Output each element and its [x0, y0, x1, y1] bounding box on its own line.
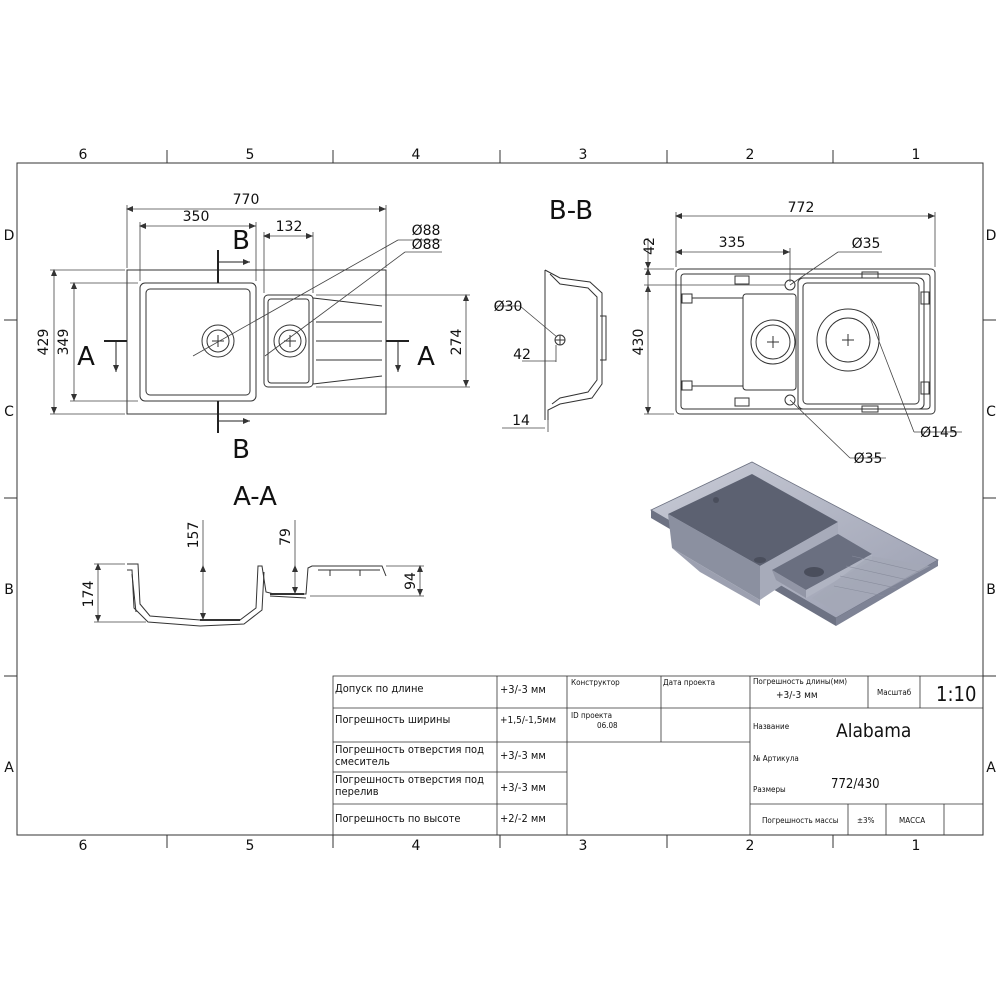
zone-row-right: D	[986, 228, 997, 244]
project-id-value: 06.08	[597, 721, 618, 730]
bottom-small-bowl	[742, 293, 797, 391]
zone-col-top: 5	[246, 147, 255, 163]
tol-overflow-label: Погрешность отверстия под перелив	[335, 773, 484, 798]
tol-height-label: Погрешность по высоте	[335, 812, 461, 825]
zone-row-left: A	[4, 760, 14, 776]
zone-col-bottom: 6	[79, 838, 88, 854]
dim-14: 14	[512, 413, 530, 429]
section-bb-title: B-B	[549, 196, 593, 226]
scale-label: Масштаб	[877, 688, 912, 697]
dim-d88-1: Ø88	[412, 223, 441, 239]
dim-42-top: 42	[642, 237, 658, 255]
zone-row-left: D	[4, 228, 15, 244]
size-value: 772/430	[831, 777, 880, 792]
article-label: № Артикула	[753, 754, 799, 763]
zone-row-right: A	[986, 760, 996, 776]
tol-mixer-value: +3/-3 мм	[500, 749, 546, 762]
mass-tol-label: Погрешность массы	[762, 816, 839, 825]
bb-profile	[544, 269, 603, 420]
dim-335: 335	[719, 235, 746, 251]
drain-right	[273, 324, 307, 358]
dim-d30: Ø30	[494, 299, 523, 315]
bottom-outline	[675, 268, 936, 415]
dim-79: 79	[278, 528, 294, 546]
section-label-a-left: A	[77, 342, 95, 372]
constructor-label: Конструктор	[571, 678, 620, 687]
dim-274: 274	[449, 329, 465, 356]
project-date-label: Дата проекта	[663, 678, 715, 687]
bottom-view: 772 335 42 430 Ø35 Ø145 Ø35	[631, 200, 962, 467]
dim-350: 350	[183, 209, 210, 225]
section-label-a-right: A	[417, 342, 435, 372]
tol-length-value: +3/-3 мм	[500, 683, 546, 696]
zone-row-left: B	[4, 582, 14, 598]
tol-width-label: Погрешность ширины	[335, 713, 451, 726]
tol-length-label: Допуск по длине	[335, 682, 424, 695]
dim-174: 174	[81, 581, 97, 608]
zone-row-left: C	[4, 404, 14, 420]
dim-430: 430	[631, 329, 647, 356]
section-aa-title: A-A	[233, 482, 277, 512]
product-name: Alabama	[836, 720, 912, 742]
zone-col-top: 1	[912, 147, 921, 163]
section-bb: B-B Ø30 42 14	[494, 196, 607, 432]
zone-col-bottom: 3	[579, 838, 588, 854]
zone-col-bottom: 2	[746, 838, 755, 854]
tol-width-value: +1,5/-1,5мм	[500, 715, 556, 726]
section-label-b-bottom: B	[232, 435, 250, 465]
tol-overflow-value: +3/-3 мм	[500, 781, 546, 794]
section-label-b-top: B	[232, 226, 250, 256]
mass-label: МАССА	[899, 816, 926, 825]
aa-profile	[127, 563, 387, 621]
zone-col-top: 3	[579, 147, 588, 163]
length-tol-value: +3/-3 мм	[776, 690, 818, 701]
dim-349: 349	[56, 329, 72, 356]
dim-770: 770	[233, 192, 260, 208]
small-bowl	[263, 294, 314, 388]
zone-col-top: 6	[79, 147, 88, 163]
sheet-frame	[4, 150, 996, 848]
dim-94: 94	[403, 572, 419, 590]
zone-col-bottom: 1	[912, 838, 921, 854]
bottom-large-bowl	[797, 277, 925, 410]
zone-col-top: 4	[412, 147, 421, 163]
main-bowl	[139, 282, 257, 402]
top-view: 770 350 132 Ø88 Ø88 429 349 274 A A B B	[36, 192, 470, 465]
name-label: Название	[753, 722, 790, 731]
title-block-grid	[332, 675, 984, 836]
drain-left	[201, 324, 235, 358]
bottom-drain-large	[816, 308, 880, 372]
dim-772: 772	[788, 200, 815, 216]
zone-col-bottom: 4	[412, 838, 421, 854]
tol-height-value: +2/-2 мм	[500, 812, 546, 825]
dim-d88-2: Ø88	[412, 237, 441, 253]
zone-col-bottom: 5	[246, 838, 255, 854]
section-aa: A-A 157 79 174 94	[81, 482, 424, 627]
mass-tol-value: ±3%	[857, 816, 875, 825]
dim-d35-bottom: Ø35	[854, 451, 883, 467]
project-id-label: ID проекта	[571, 711, 613, 720]
dim-132: 132	[276, 219, 303, 235]
scale-value: 1:10	[936, 682, 977, 706]
size-label: Размеры	[753, 785, 786, 794]
dim-429: 429	[36, 329, 52, 356]
zone-row-right: B	[986, 582, 996, 598]
sink-3d-render	[650, 461, 939, 626]
bottom-drain-small	[750, 319, 796, 365]
length-tol-label: Погрешность длины(мм)	[753, 677, 848, 686]
dim-d145: Ø145	[920, 425, 958, 441]
dim-d35-top: Ø35	[852, 236, 881, 252]
dim-157: 157	[186, 522, 202, 549]
tol-mixer-label: Погрешность отверстия под смеситель	[335, 743, 484, 768]
zone-row-right: C	[986, 404, 996, 420]
dim-42: 42	[513, 347, 531, 363]
zone-col-top: 2	[746, 147, 755, 163]
zone-labels: 6 5 4 3 2 1 6 5 4 3 2 1 D C B A D C B A	[4, 147, 997, 854]
